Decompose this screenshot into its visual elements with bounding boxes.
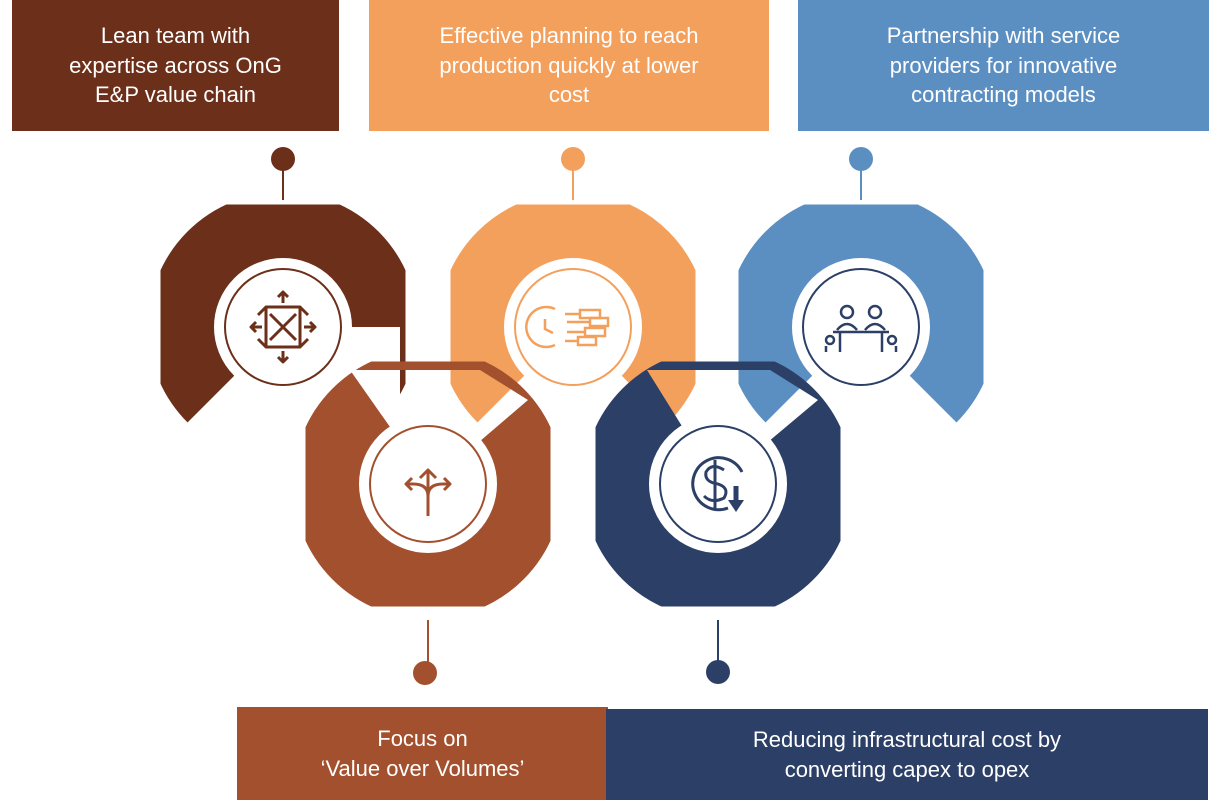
partnership-line-3: contracting models (911, 82, 1096, 108)
split-arrows-icon (369, 425, 487, 543)
connector-dot-reducing (706, 660, 730, 684)
connector-dot-lean (271, 147, 295, 171)
ring-lean (148, 192, 418, 462)
lean-line-2: expertise across OnG (69, 52, 282, 78)
ring-focus (293, 349, 563, 619)
partnership-line-2: providers for innovative (889, 52, 1118, 78)
focus-line-1: Focus on (377, 725, 468, 751)
connector-dot-partnership (849, 147, 873, 171)
reducing-line-1: Reducing infrastructural cost by (752, 726, 1062, 752)
connector-dot-focus (413, 661, 437, 685)
ring-reducing (583, 349, 853, 619)
lean-line-3: E&P value chain (94, 82, 257, 108)
partnership-line-1: Partnership with service (886, 22, 1121, 48)
ring-partnership (726, 192, 996, 462)
meeting-table-icon (802, 268, 920, 386)
planning-line-2: production quickly at lower (439, 52, 699, 78)
ring-planning (438, 192, 708, 462)
planning-line-1: Effective planning to reach (439, 22, 699, 48)
connector-dot-planning (561, 147, 585, 171)
reducing-line-2: converting capex to opex (784, 756, 1030, 782)
lean-team-box: Lean team with expertise across OnG E&P … (12, 0, 339, 131)
partnership-box: Partnership with service providers for i… (798, 0, 1209, 131)
dollar-decrease-icon (659, 425, 777, 543)
effective-planning-box: Effective planning to reach production q… (369, 0, 769, 131)
arrows-converging-icon (224, 268, 342, 386)
planning-line-3: cost (548, 82, 590, 108)
timeline-schedule-icon (514, 268, 632, 386)
reducing-cost-box: Reducing infrastructural cost by convert… (606, 709, 1208, 800)
focus-line-2: ‘Value over Volumes’ (320, 755, 525, 781)
focus-value-box: Focus on ‘Value over Volumes’ (237, 707, 608, 800)
lean-line-1: Lean team with (100, 22, 251, 48)
